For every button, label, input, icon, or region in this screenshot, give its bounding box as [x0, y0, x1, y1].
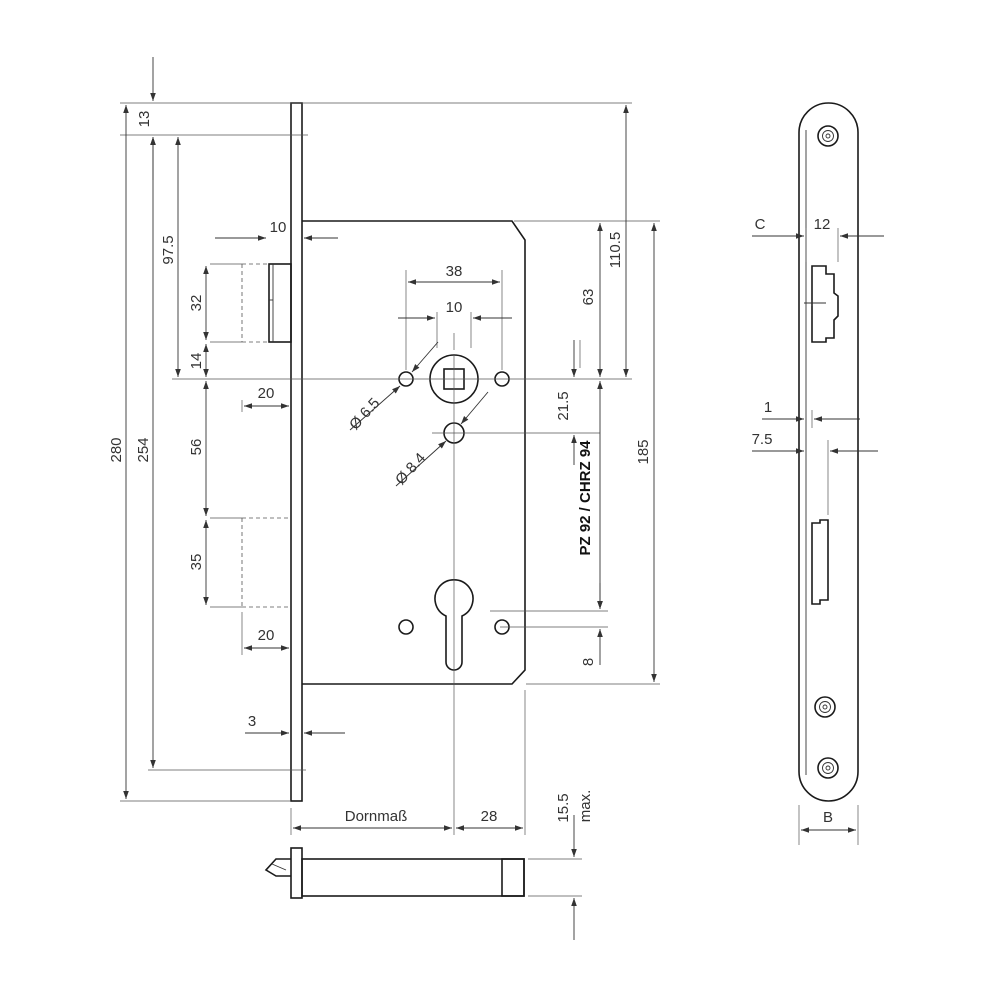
dim-35: 35 — [188, 554, 205, 571]
side-screw-middle — [814, 696, 836, 718]
top-view-faceplate — [290, 847, 303, 899]
dim-15-5: 15.5 — [555, 793, 572, 822]
dim-10-latch: 10 — [270, 219, 287, 236]
side-latch-opening — [811, 265, 839, 343]
side-screw-top — [817, 125, 839, 147]
dim-38: 38 — [446, 263, 463, 280]
top-view-case — [301, 858, 525, 897]
cylinder-screw-left — [398, 619, 414, 635]
faceplate — [290, 102, 303, 802]
dim-14: 14 — [188, 353, 205, 370]
dimensions-bottom: Dornmaß 28 — [293, 808, 523, 831]
dim-10-follower: 10 — [446, 299, 463, 316]
dim-7-5: 7.5 — [752, 431, 773, 448]
side-bolt-opening — [811, 519, 829, 605]
dim-max: max. — [577, 790, 594, 823]
dim-13: 13 — [136, 111, 153, 128]
dimensions-follower: 38 10 Ø 6.5 Ø 8.4 — [346, 263, 512, 488]
dimensions-right: 110.5 63 21.5 PZ 92 / CHRZ 94 8 185 — [555, 105, 657, 682]
latch-bolt — [268, 263, 292, 343]
dim-21-5: 21.5 — [555, 391, 572, 420]
cylinder-distance-label: PZ 92 / CHRZ 94 — [577, 440, 594, 556]
top-view: 15.5 max. — [264, 790, 594, 940]
dim-32: 32 — [188, 295, 205, 312]
dim-dornmass: Dornmaß — [345, 808, 408, 825]
dim-63: 63 — [580, 289, 597, 306]
side-view: C 12 1 7.5 B — [752, 102, 884, 845]
dim-185: 185 — [635, 439, 652, 464]
dim-d6-5: Ø 6.5 — [346, 395, 383, 434]
side-screw-bottom — [817, 757, 839, 779]
side-faceplate — [798, 102, 859, 802]
cylinder-hole — [434, 579, 474, 671]
dim-56: 56 — [188, 439, 205, 456]
extension-lines — [120, 102, 660, 835]
front-view — [241, 102, 526, 802]
dim-3: 3 — [248, 713, 256, 730]
dim-20-bolt: 20 — [258, 627, 275, 644]
dim-28: 28 — [481, 808, 498, 825]
lock-case — [302, 220, 526, 685]
dim-d8-4: Ø 8.4 — [392, 450, 429, 489]
dimensions-left: 13 280 254 97.5 32 14 56 35 — [108, 57, 209, 799]
dim-12: 12 — [814, 216, 831, 233]
dim-1: 1 — [764, 399, 772, 416]
dim-110-5: 110.5 — [607, 232, 624, 268]
dim-B: B — [823, 809, 833, 826]
dim-8: 8 — [580, 658, 597, 666]
dimensions-horizontal-left: 10 20 20 3 — [215, 219, 345, 736]
dim-280: 280 — [108, 437, 125, 462]
dim-97-5: 97.5 — [160, 235, 177, 264]
top-view-latch — [264, 858, 291, 877]
dim-254: 254 — [135, 437, 152, 462]
dim-20-latch: 20 — [258, 385, 275, 402]
dim-C: C — [755, 216, 766, 233]
